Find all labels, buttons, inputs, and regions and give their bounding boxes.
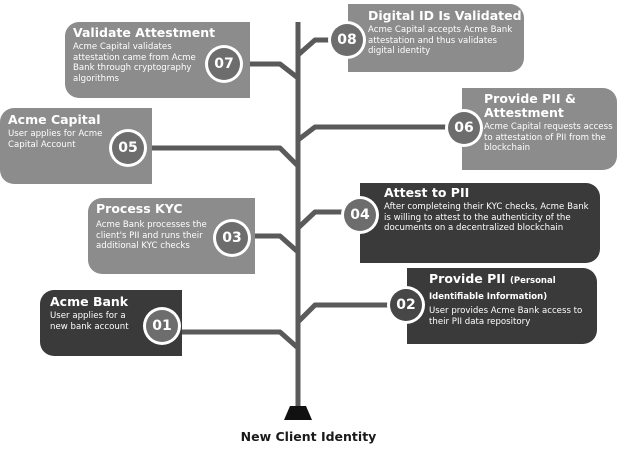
step-04-title: Attest to PII bbox=[384, 185, 470, 200]
step-08-badge: 08 bbox=[331, 24, 363, 56]
diagram-caption: New Client Identity bbox=[240, 429, 377, 444]
step-02-box: Provide PII (Personal Identifiable Infor… bbox=[407, 268, 597, 344]
branch-04 bbox=[296, 209, 345, 230]
branch-03 bbox=[255, 233, 300, 254]
step-05-desc: User applies for Acme Capital Account bbox=[8, 129, 103, 150]
step-06-badge: 06 bbox=[448, 112, 480, 144]
branch-08 bbox=[296, 37, 330, 57]
step-01-badge: 01 bbox=[146, 310, 178, 342]
step-08-box: Digital ID Is Validated Acme Capital acc… bbox=[348, 4, 524, 72]
trunk-base bbox=[284, 406, 312, 420]
step-01-desc: User applies for a new bank account bbox=[50, 311, 129, 332]
branch-01 bbox=[180, 329, 300, 350]
step-04-box: Attest to PII After completeing their KY… bbox=[360, 183, 600, 263]
step-03-desc: Acme Bank processes the client's PII and… bbox=[96, 220, 207, 252]
step-06-desc: Acme Capital requests access to attestat… bbox=[484, 122, 613, 154]
step-08-desc: Acme Capital accepts Acme Bank attestati… bbox=[368, 25, 513, 57]
step-02-desc: User provides Acme Bank access to their … bbox=[429, 306, 583, 327]
step-07-title: Validate Attestment bbox=[73, 25, 216, 40]
step-02-badge: 02 bbox=[390, 289, 422, 321]
step-04-desc: After completeing their KYC checks, Acme… bbox=[384, 202, 589, 234]
branch-05 bbox=[150, 145, 300, 168]
step-04-badge: 04 bbox=[344, 199, 376, 231]
branch-06 bbox=[296, 124, 450, 142]
step-06-title: Provide PII & Attestment bbox=[484, 91, 576, 120]
step-05-title: Acme Capital bbox=[8, 112, 101, 127]
step-05-box: Acme Capital User applies for Acme Capit… bbox=[0, 108, 152, 184]
step-03-badge: 03 bbox=[216, 222, 248, 254]
step-02-title: Provide PII (Personal Identifiable Infor… bbox=[429, 272, 593, 304]
step-02-title-suffix: (Personal Identifiable Information) bbox=[429, 276, 556, 302]
step-05-badge: 05 bbox=[112, 132, 144, 164]
branch-02 bbox=[296, 302, 404, 324]
branch-07 bbox=[240, 61, 300, 80]
step-08-title: Digital ID Is Validated bbox=[368, 8, 522, 23]
step-02-title-main: Provide PII bbox=[429, 271, 506, 286]
step-06-box: Provide PII & Attestment Acme Capital re… bbox=[462, 88, 617, 170]
step-01-title: Acme Bank bbox=[50, 294, 129, 309]
step-07-badge: 07 bbox=[208, 48, 240, 80]
step-03-title: Process KYC bbox=[96, 201, 183, 216]
step-07-desc: Acme Capital validates attestation came … bbox=[73, 42, 196, 84]
